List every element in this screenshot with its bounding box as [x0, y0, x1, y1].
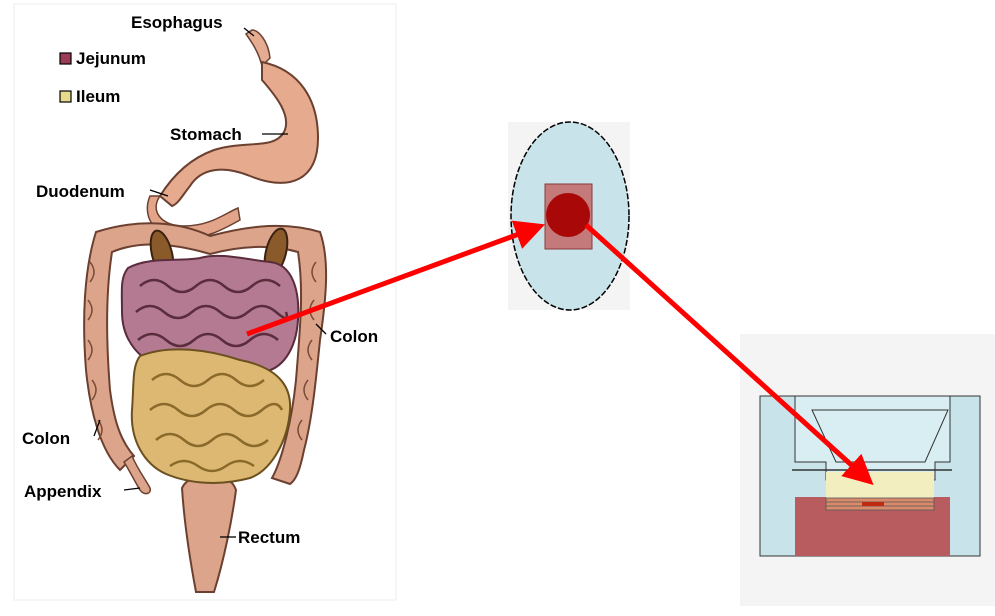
tissue-sample-dish	[508, 122, 630, 310]
legend-label-jejunum: Jejunum	[76, 49, 146, 68]
legend-label-ileum: Ileum	[76, 87, 120, 106]
culture-chamber	[740, 334, 995, 606]
label-duodenum: Duodenum	[36, 182, 125, 201]
label-appendix: Appendix	[24, 482, 102, 501]
label-stomach: Stomach	[170, 125, 242, 144]
label-colon-right: Colon	[330, 327, 378, 346]
ileum-shape	[132, 349, 290, 483]
label-esophagus: Esophagus	[131, 13, 223, 32]
legend-swatch-jejunum	[60, 53, 71, 64]
tissue-sample	[546, 193, 590, 237]
label-rectum: Rectum	[238, 528, 300, 547]
legend-swatch-ileum	[60, 91, 71, 102]
label-colon-left: Colon	[22, 429, 70, 448]
